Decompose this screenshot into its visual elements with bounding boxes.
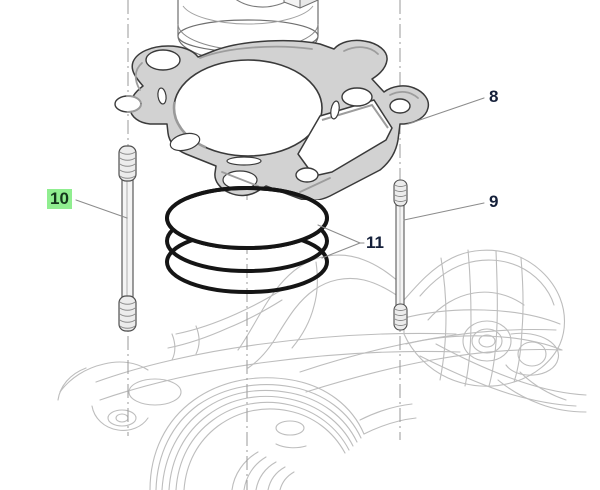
- callout-label-9[interactable]: 9: [489, 192, 499, 211]
- leader-line-11-upper: [317, 224, 361, 244]
- leader-line-11-lower: [321, 242, 361, 259]
- callout-label-10[interactable]: 10: [47, 189, 72, 209]
- stud-bolt-short: [393, 179, 408, 331]
- gasket-cam-chain-cutout: [297, 99, 393, 177]
- leader-line-10: [75, 199, 128, 219]
- leader-line-8: [407, 97, 485, 125]
- callout-label-11[interactable]: 11: [366, 233, 384, 252]
- stud-bolt-long: [118, 145, 137, 332]
- callout-label-8[interactable]: 8: [489, 87, 499, 106]
- gasket-emboss-lines: [134, 45, 419, 193]
- gasket-oil-slots: [157, 87, 340, 190]
- piston-ring-set: [165, 186, 329, 294]
- callout-leader-lines: [75, 97, 485, 259]
- gasket-bolt-holes: [114, 49, 411, 183]
- leader-line-9: [403, 202, 485, 221]
- engine-crankcase-ghost-outline: [57, 249, 587, 490]
- cylinder-head-gasket: [114, 39, 430, 202]
